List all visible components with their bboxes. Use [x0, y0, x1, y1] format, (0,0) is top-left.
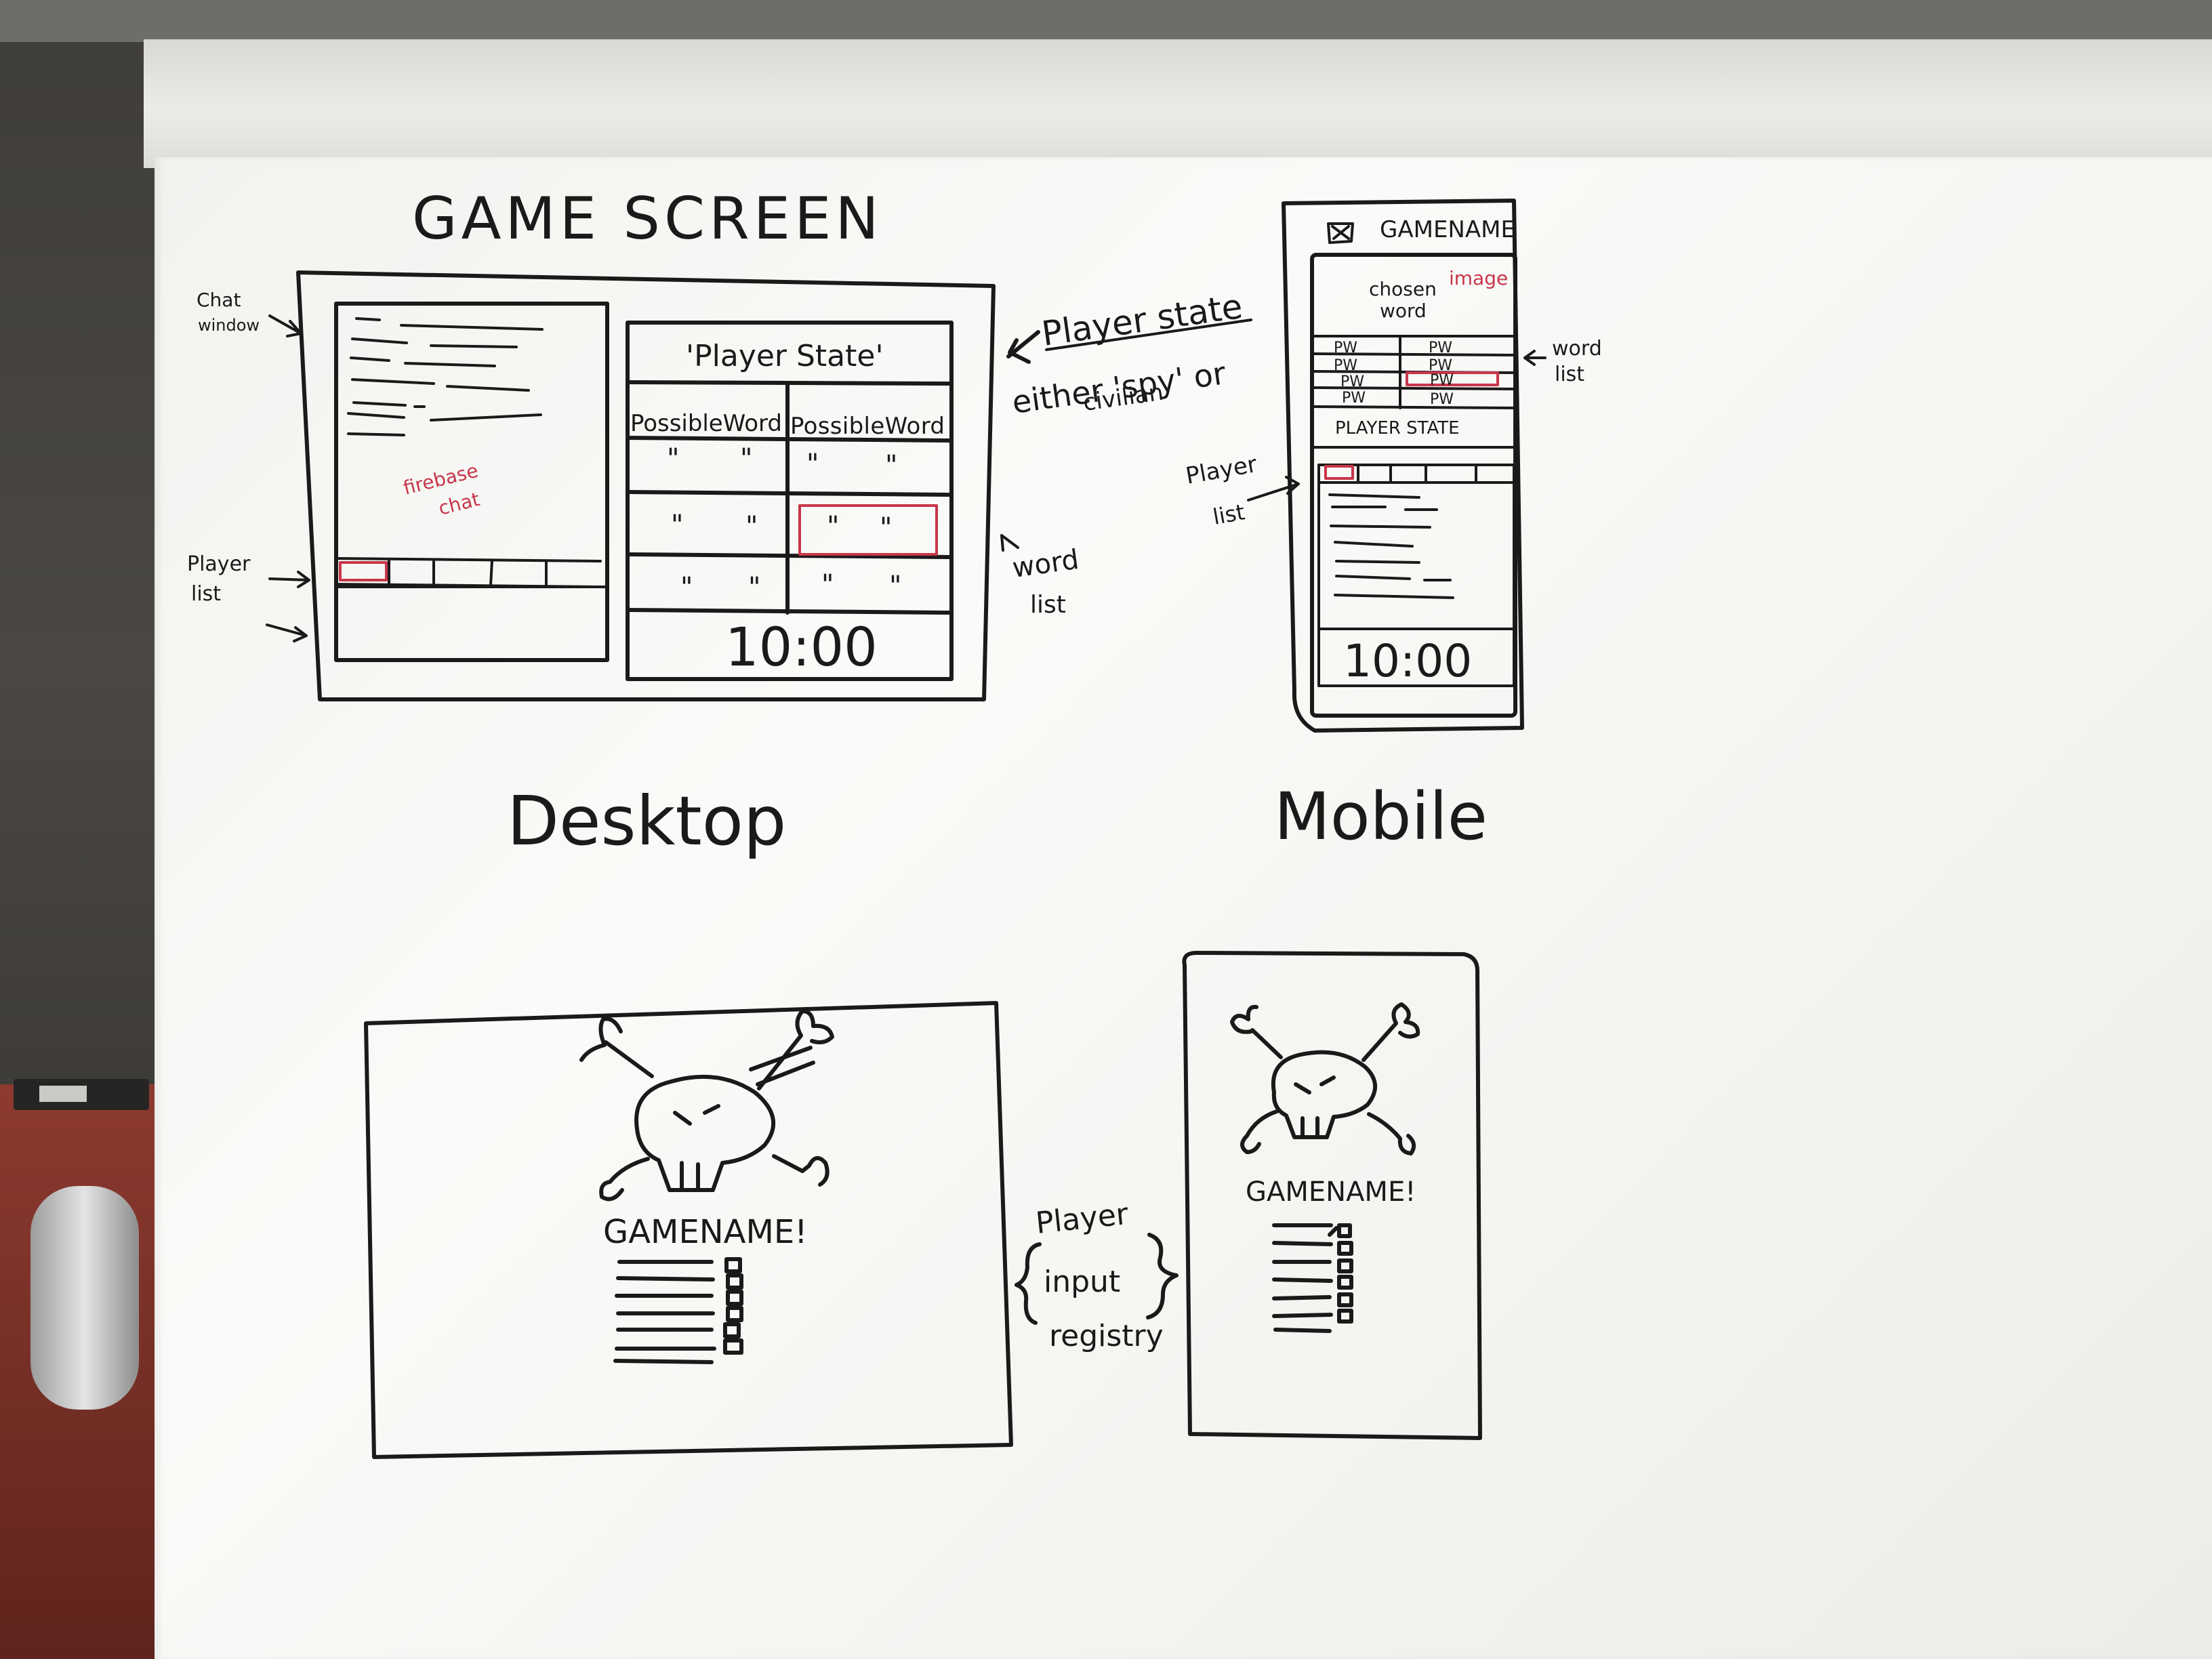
desktop-registry-title: GAMENAME!: [603, 1213, 808, 1251]
chat-window-label-1: Chat: [197, 289, 241, 311]
word-list-annotation-1: word: [1010, 544, 1081, 584]
svg-text:": ": [740, 443, 752, 474]
desktop-player-list: [335, 557, 602, 588]
svg-text:": ": [671, 510, 683, 541]
mobile-player-list: [1317, 465, 1515, 484]
player-list-label-2: list: [191, 582, 221, 606]
player-state-header: 'Player State': [686, 339, 884, 373]
desktop-caption: Desktop: [507, 781, 786, 861]
mobile-word-list-arrow: [1523, 350, 1547, 366]
svg-text:": ": [827, 511, 839, 542]
chat-window-arrow: [268, 314, 302, 337]
player-state-annotation-arrow: [1006, 330, 1040, 364]
desktop-registry-inputs: [613, 1257, 743, 1364]
mobile-caption: Mobile: [1274, 779, 1488, 855]
column-header-2: PossibleWord: [790, 413, 945, 440]
chat-lines: [347, 317, 544, 436]
player-state-annotation-underline: [1045, 319, 1252, 351]
registry-left-brace: [1015, 1242, 1042, 1325]
desktop-skull-icon: [579, 1009, 834, 1202]
column-header-1: PossibleWord: [630, 410, 782, 437]
mobile-logo-icon: [1327, 222, 1354, 244]
mobile-selected-word-cell: [1406, 371, 1499, 386]
chat-note-line2: chat: [436, 488, 482, 520]
mobile-word-list-label-1: word: [1552, 337, 1602, 361]
registry-right-brace: [1146, 1233, 1179, 1319]
mobile-chosen-word-1: chosen: [1369, 278, 1437, 300]
mobile-player-list-label-1: Player: [1184, 451, 1259, 490]
mobile-chosen-word-2: word: [1380, 300, 1427, 322]
svg-text:PW: PW: [1430, 391, 1454, 408]
svg-text:PW: PW: [1429, 357, 1452, 374]
registry-label-2: input: [1044, 1265, 1120, 1299]
desktop-timer: 10:00: [725, 617, 878, 678]
registry-label-1: Player: [1034, 1197, 1130, 1241]
mobile-player-state: PLAYER STATE: [1335, 418, 1460, 438]
svg-text:": ": [806, 449, 819, 480]
chat-panel: [334, 302, 609, 662]
svg-text:": ": [885, 450, 897, 481]
svg-text:": ": [880, 512, 892, 544]
mobile-player-list-label-2: list: [1211, 499, 1247, 530]
mobile-word-cells: PW PW PW PW PW PW PW PW: [1334, 340, 1454, 408]
svg-text:": ": [667, 443, 679, 474]
svg-text:": ": [748, 572, 760, 603]
whiteboard: [155, 157, 2212, 1659]
board-roller: [30, 1186, 139, 1410]
svg-text:PW: PW: [1342, 390, 1366, 407]
mobile-app-name: GAMENAME: [1380, 216, 1515, 243]
player-state-annotation-title: Player state: [1040, 287, 1245, 354]
side-device-label: [39, 1086, 87, 1102]
game-screen-heading: GAME SCREEN: [412, 185, 883, 253]
registry-label-3: registry: [1049, 1319, 1164, 1353]
svg-text:": ": [821, 569, 834, 600]
mobile-skull-icon: [1230, 1002, 1420, 1155]
chat-window-label-2: window: [198, 316, 260, 335]
mobile-image-note: image: [1449, 267, 1508, 289]
player-list-label-1: Player: [187, 552, 251, 576]
mobile-registry-frame: [1182, 951, 1482, 1440]
svg-text:PW: PW: [1334, 340, 1357, 356]
mobile-player-list-arrow: [1247, 476, 1300, 501]
svg-text:PW: PW: [1334, 357, 1357, 374]
ceiling: [0, 0, 2212, 42]
svg-text:PW: PW: [1340, 373, 1364, 390]
mobile-registry-title: GAMENAME!: [1246, 1176, 1416, 1208]
player-state-divider: [626, 380, 954, 386]
ditto-marks: " " " " " " " " " " " ": [667, 443, 901, 603]
mobile-timer: 10:00: [1343, 635, 1472, 687]
mobile-chat-lines: [1328, 493, 1454, 599]
word-grid: [626, 382, 954, 615]
mobile-frame: [1282, 199, 1524, 733]
svg-text:PW: PW: [1430, 372, 1454, 389]
svg-text:": ": [745, 511, 758, 542]
chat-input-arrow: [266, 623, 308, 642]
desktop-registry-frame: [364, 1001, 1013, 1459]
svg-text:PW: PW: [1429, 340, 1452, 356]
word-list-annotation-2: list: [1030, 591, 1066, 619]
selected-word-cell: [798, 504, 938, 556]
svg-text:": ": [680, 572, 693, 603]
svg-text:": ": [889, 571, 901, 602]
player-state-panel: [626, 321, 954, 681]
word-list-arrow: [1000, 534, 1019, 552]
mobile-chat-panel: [1317, 464, 1515, 687]
mobile-registry-inputs: [1272, 1223, 1353, 1333]
whiteboard-tray: [144, 39, 2212, 168]
desktop-frame: [296, 270, 996, 701]
player-list-arrow: [268, 571, 310, 588]
mobile-word-list-label-2: list: [1555, 363, 1584, 386]
